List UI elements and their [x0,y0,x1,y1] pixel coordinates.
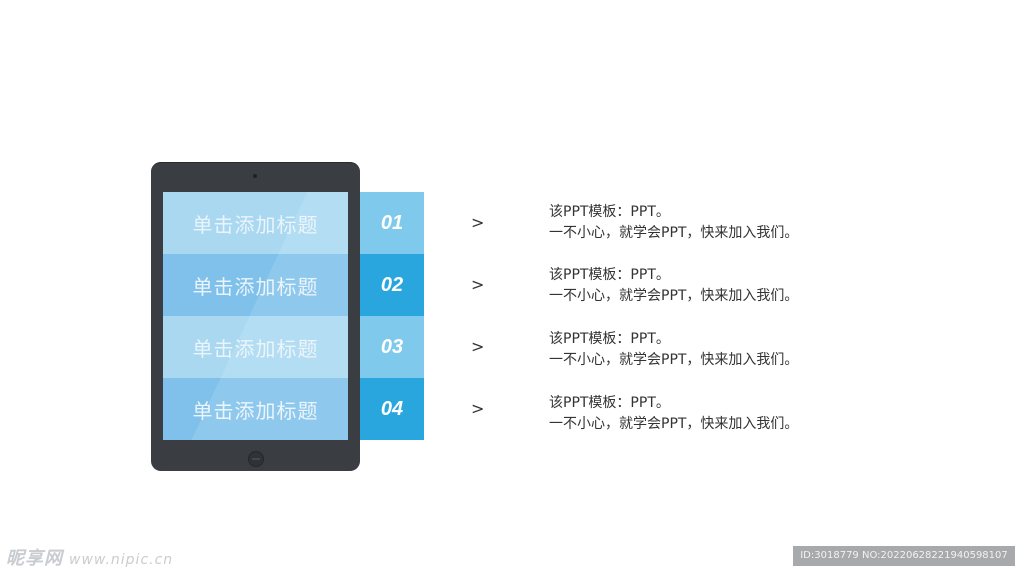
description-line: 该PPT模板：PPT。 [549,204,670,220]
watermark-site: www.nipic.cn [69,552,174,568]
description-line: 一不小心，就学会PPT，快来加入我们。 [549,352,799,368]
description-line: 一不小心，就学会PPT，快来加入我们。 [549,225,799,241]
row-title: 单击添加标题 [192,400,319,423]
chevron-right-icon: > [471,399,485,418]
row-title: 单击添加标题 [192,214,319,237]
tablet-illustration: 单击添加标题 单击添加标题 单击添加标题 单击添加标题 [151,162,360,471]
watermark-id: ID:3018779 NO:20220628221940598107 [793,546,1015,566]
description-block-2: 该PPT模板：PPT。 一不小心，就学会PPT，快来加入我们。 [549,265,849,307]
chevron-right-icon: > [471,213,485,232]
screen-row-3: 单击添加标题 [163,316,348,378]
chevron-right-icon: > [471,337,485,356]
watermark-brand: 昵享网 www.nipic.cn [6,544,173,570]
number-tabs: 01 02 03 04 [360,192,424,440]
row-title: 单击添加标题 [192,276,319,299]
screen-row-2: 单击添加标题 [163,254,348,316]
tablet-screen: 单击添加标题 单击添加标题 单击添加标题 单击添加标题 [163,192,348,440]
description-line: 一不小心，就学会PPT，快来加入我们。 [549,288,799,304]
description-line: 该PPT模板：PPT。 [549,395,670,411]
description-block-3: 该PPT模板：PPT。 一不小心，就学会PPT，快来加入我们。 [549,329,849,371]
screen-row-4: 单击添加标题 [163,378,348,440]
tab-number-2: 02 [360,254,424,316]
chevron-right-icon: > [471,275,485,294]
description-line: 该PPT模板：PPT。 [549,331,670,347]
home-button-icon [248,451,264,467]
tab-number-4: 04 [360,378,424,440]
row-title: 单击添加标题 [192,338,319,361]
description-line: 该PPT模板：PPT。 [549,267,670,283]
screen-row-1: 单击添加标题 [163,192,348,254]
tab-number-3: 03 [360,316,424,378]
description-block-1: 该PPT模板：PPT。 一不小心，就学会PPT，快来加入我们。 [549,202,849,244]
description-line: 一不小心，就学会PPT，快来加入我们。 [549,416,799,432]
tab-number-1: 01 [360,192,424,254]
description-block-4: 该PPT模板：PPT。 一不小心，就学会PPT，快来加入我们。 [549,393,849,435]
camera-dot [253,174,257,178]
watermark-brand-name: 昵享网 [6,548,63,569]
